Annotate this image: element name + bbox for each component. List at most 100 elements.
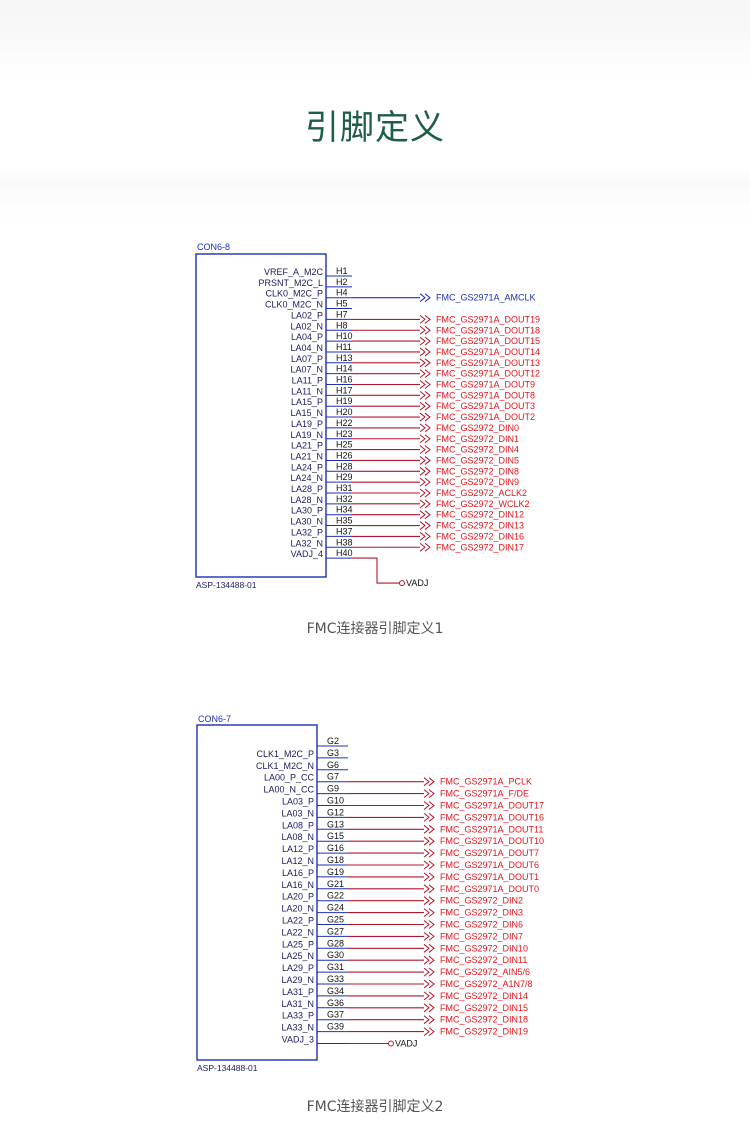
net-label: FMC_GS2971A_DOUT14 (436, 347, 540, 357)
port-chevron (423, 848, 435, 858)
net-label: FMC_GS2972_DIN7 (440, 931, 523, 941)
pin-signal-name: LA30_N (290, 517, 323, 527)
net-label: FMC_GS2972_DIN2 (440, 896, 523, 906)
pin-signal-name: LA16_P (282, 868, 314, 878)
pin-number: G33 (327, 974, 344, 984)
pin-signal-name: LA20_P (282, 892, 314, 902)
pin-signal-name: LA03_P (282, 797, 314, 807)
pin-signal-name: LA32_P (291, 527, 323, 537)
net-label: FMC_GS2971A_DOUT11 (440, 824, 543, 834)
port-chevron (419, 477, 431, 487)
net-label: FMC_GS2971A_F/DE (440, 789, 529, 799)
net-label: FMC_GS2972_DIN15 (440, 1003, 528, 1013)
net-label: FMC_GS2972_DIN6 (440, 920, 523, 930)
power-net-label: VADJ (406, 578, 428, 588)
pin-signal-name: LA08_P (282, 820, 314, 830)
port-chevron (419, 521, 431, 530)
port-chevron (419, 358, 431, 368)
pin-number: H8 (336, 320, 348, 330)
port-chevron (419, 315, 431, 324)
pin-number: G18 (327, 855, 344, 865)
pin-number: G16 (327, 843, 344, 853)
port-chevron (419, 412, 431, 422)
pin-number: H2 (336, 277, 348, 287)
net-label: FMC_GS2972_DIN0 (436, 423, 519, 433)
pin-signal-name: LA19_P (291, 419, 323, 429)
pin-number: H35 (336, 516, 353, 526)
port-chevron (423, 813, 435, 822)
net-label: FMC_GS2971A_DOUT6 (440, 860, 539, 870)
pin-number: H11 (336, 342, 352, 352)
pin-signal-name: LA25_P (282, 939, 314, 949)
pin-signal-name: CLK1_M2C_P (256, 749, 314, 759)
pin-number: H29 (336, 472, 353, 482)
connector-body (196, 724, 318, 1061)
pin-signal-name: LA04_N (290, 343, 323, 353)
pin-number: G7 (327, 772, 339, 782)
net-label: FMC_GS2971A_DOUT7 (440, 848, 539, 858)
net-label: FMC_GS2972_DIN12 (436, 510, 524, 520)
pin-signal-name: LA08_N (281, 832, 314, 842)
net-label: FMC_GS2972_DIN13 (436, 521, 524, 531)
net-label: FMC_GS2972_ACLK2 (436, 488, 527, 498)
pin-signal-name: LA31_N (281, 999, 314, 1009)
port-chevron (423, 896, 435, 906)
pin-signal-name: LA12_N (281, 856, 314, 866)
net-label: FMC_GS2971A_DOUT0 (440, 884, 539, 894)
port-chevron (423, 943, 435, 953)
header-banner: 引脚定义 (0, 0, 750, 225)
pin-number: H14 (336, 364, 353, 374)
vadj-wire (352, 557, 399, 584)
pin-number: H23 (336, 429, 353, 439)
port-chevron (423, 872, 435, 882)
port-chevron (423, 991, 435, 1001)
net-label: FMC_GS2971A_DOUT2 (436, 412, 535, 422)
pin-number: G25 (327, 915, 344, 925)
net-label: FMC_GS2971A_DOUT3 (436, 401, 535, 411)
port-chevron (423, 801, 435, 810)
port-chevron (419, 336, 431, 346)
port-chevron (423, 1027, 435, 1036)
pin-signal-name: LA28_P (291, 484, 323, 494)
pin-number: G28 (327, 938, 344, 948)
port-chevron (423, 860, 435, 870)
pin-number: H16 (336, 375, 353, 385)
net-label: FMC_GS2972_DIN9 (436, 477, 519, 487)
pin-number: H17 (336, 385, 353, 395)
port-chevron (419, 532, 431, 541)
pin-signal-name: LA30_P (291, 506, 323, 516)
port-chevron (419, 293, 431, 303)
pin-number: G36 (327, 998, 344, 1008)
port-chevron (423, 836, 435, 846)
pin-number: H28 (336, 461, 353, 471)
port-chevron (419, 466, 431, 476)
pin-number: G10 (327, 796, 344, 806)
pin-signal-name: LA07_N (290, 365, 323, 375)
pin-signal-name: LA19_N (290, 430, 323, 440)
net-label: FMC_GS2971A_DOUT13 (436, 358, 540, 368)
port-chevron (423, 1003, 435, 1013)
port-chevron (423, 908, 435, 917)
net-label: FMC_GS2972_DIN3 (440, 908, 523, 918)
part-number: ASP-134488-01 (196, 580, 257, 590)
net-label: FMC_GS2972_DIN19 (440, 1027, 528, 1037)
pin-signal-name: LA31_P (282, 987, 314, 997)
power-net-label: VADJ (395, 1039, 417, 1049)
port-chevron (419, 542, 431, 552)
pin-signal-name: LA00_P_CC (264, 773, 315, 783)
pin-number: G34 (327, 986, 344, 996)
net-label: FMC_GS2972_DIN11 (440, 955, 527, 965)
pin-number: G6 (327, 760, 339, 770)
net-label: FMC_GS2972_DIN14 (440, 991, 528, 1001)
port-chevron (423, 1015, 435, 1025)
net-label: FMC_GS2972_DIN8 (436, 466, 519, 476)
pin-number: H19 (336, 396, 353, 406)
pin-signal-name: CLK0_M2C_N (265, 300, 323, 310)
net-label: FMC_GS2972_DIN1 (436, 434, 519, 444)
pin-number: G22 (327, 891, 344, 901)
pin-signal-name: LA07_P (291, 354, 323, 364)
port-chevron (419, 488, 431, 498)
pin-signal-name: LA24_P (291, 462, 323, 472)
pin-number: G3 (327, 748, 339, 758)
